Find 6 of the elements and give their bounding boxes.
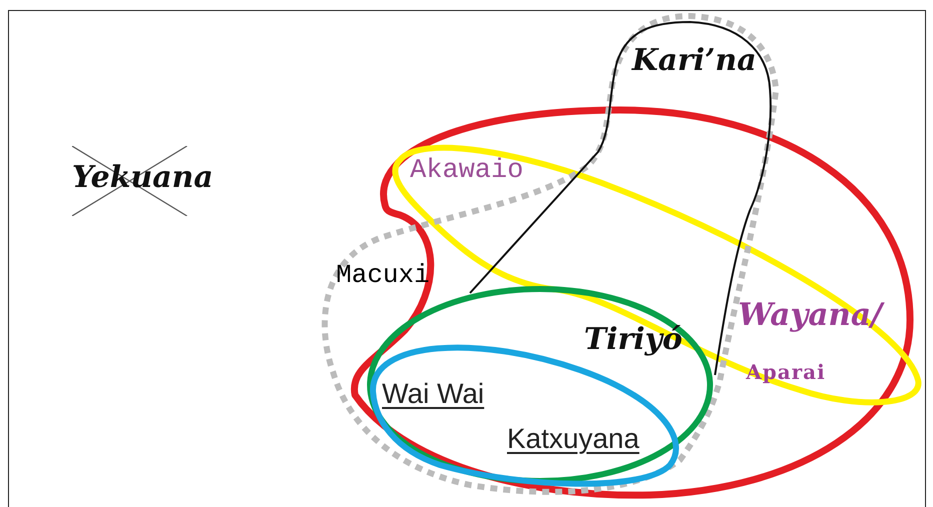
group-name: Katxuyana [507,425,640,453]
group-name: Akawaio [410,158,524,185]
group-name: Kari’na [632,46,756,76]
group-name: Wai Wai [382,380,484,408]
group-name: Tiriyó [584,325,682,355]
group-region [366,286,716,486]
